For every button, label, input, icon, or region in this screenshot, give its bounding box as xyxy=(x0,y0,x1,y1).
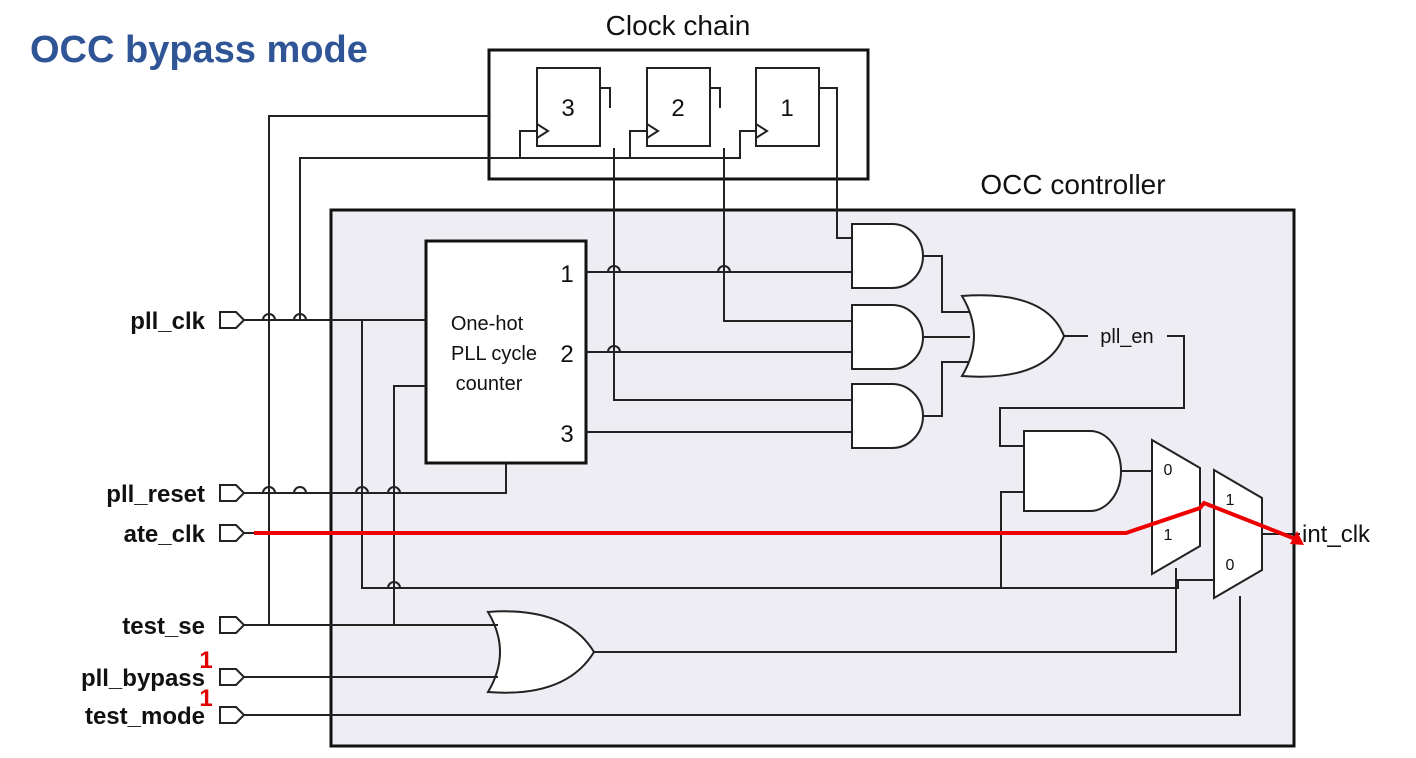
counter-out-3: 3 xyxy=(560,421,573,448)
flop3-out-wire xyxy=(613,148,852,401)
test-mode-value: 1 xyxy=(199,685,212,712)
pll-reset-label: pll_reset xyxy=(106,481,205,508)
and-gate-2 xyxy=(851,304,924,370)
flop-1: 1 xyxy=(755,67,820,147)
test-mode-label: test_mode xyxy=(85,703,205,730)
and-gate-clock-enable xyxy=(1023,430,1122,512)
pll-clk-bypass-wire xyxy=(361,320,1214,589)
pll-reset-port xyxy=(219,484,246,502)
pll-reset-wire xyxy=(242,463,507,494)
clock-chain-title: Clock chain xyxy=(606,10,751,41)
pll-bypass-label: pll_bypass xyxy=(81,665,205,692)
counter-label-2: PLL cycle xyxy=(451,343,537,365)
input-ports xyxy=(219,311,246,724)
test-se-port xyxy=(219,616,246,634)
flop-3-label: 3 xyxy=(561,95,574,122)
counter-out-1: 1 xyxy=(560,261,573,288)
pll-bypass-value: 1 xyxy=(199,647,212,674)
pll-clk-label: pll_clk xyxy=(130,308,205,335)
or-gate-select xyxy=(486,610,596,694)
scan-links xyxy=(600,87,852,239)
slide-title: OCC bypass mode xyxy=(30,29,368,71)
mux1-select-wire xyxy=(594,568,1177,653)
mux1-in-0: 0 xyxy=(1164,462,1173,479)
test-mode-port xyxy=(219,706,246,724)
wire-hops xyxy=(262,265,731,589)
ate-clk-port xyxy=(219,524,246,542)
mux-1 xyxy=(1151,438,1201,576)
counter-out-2: 2 xyxy=(560,341,573,368)
mux2-in-0: 0 xyxy=(1226,557,1235,574)
pll-clk-port xyxy=(219,311,246,329)
ate-clk-label: ate_clk xyxy=(124,521,206,548)
bypass-path-arrow xyxy=(1290,531,1304,545)
test-se-label: test_se xyxy=(122,613,205,640)
flop-3: 3 xyxy=(536,67,601,147)
flop-2: 2 xyxy=(646,67,711,147)
mux2-in-1: 1 xyxy=(1226,492,1235,509)
test-se-counter-wire xyxy=(393,385,426,625)
test-se-wire xyxy=(268,115,489,625)
mux1-in-1: 1 xyxy=(1164,527,1173,544)
int-clk-label: int_clk xyxy=(1302,521,1371,548)
flop2-out-wire xyxy=(723,148,852,322)
pll-en-label: pll_en xyxy=(1100,326,1153,348)
pll-cycle-counter xyxy=(424,239,588,465)
flop-2-label: 2 xyxy=(671,95,684,122)
and-gate-3 xyxy=(851,383,924,449)
and-gate-1 xyxy=(851,223,924,289)
mux2-select-wire xyxy=(242,596,1241,716)
or-gate-pll-en xyxy=(960,294,1066,378)
flop-1-label: 1 xyxy=(780,95,793,122)
counter-label-3: counter xyxy=(456,373,523,395)
pll-bypass-port xyxy=(219,668,246,686)
mux-2 xyxy=(1213,468,1263,600)
occ-controller-title: OCC controller xyxy=(980,169,1165,200)
counter-label-1: One-hot xyxy=(451,313,524,335)
bypass-path-highlight xyxy=(254,500,1299,542)
